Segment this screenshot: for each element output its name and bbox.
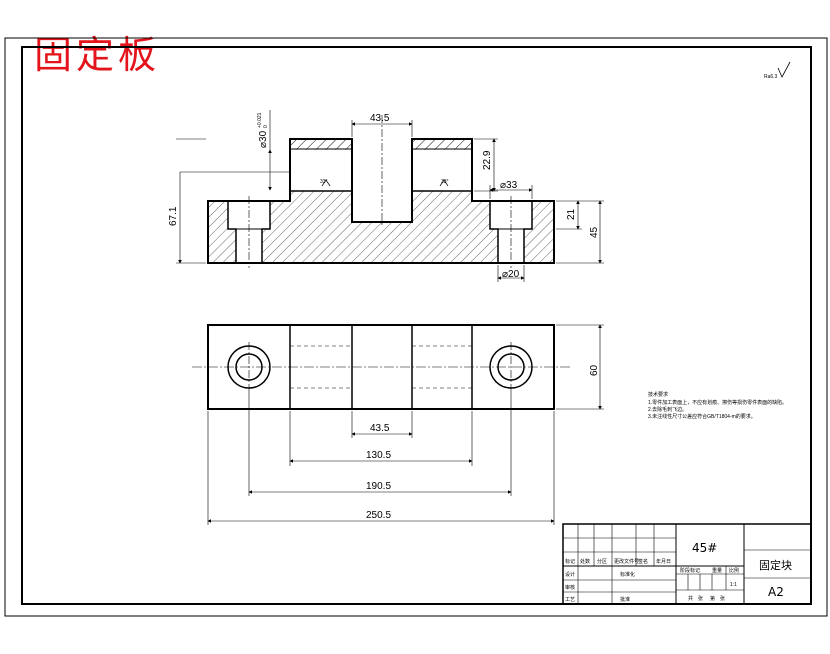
front-view-dimensions [176, 110, 604, 282]
label-process: 工艺 [565, 597, 575, 603]
row-label-change-doc: 更改文件号 [614, 558, 639, 565]
dim-span-130: 130.5 [366, 450, 391, 461]
label-standardization: 标准化 [620, 571, 635, 578]
title-block [562, 523, 812, 605]
label-weight: 重量 [712, 567, 722, 574]
row-label-date: 年月日 [656, 558, 671, 565]
roughness-symbol: Ra6.3 [764, 61, 791, 80]
scale-value: 1:1 [730, 582, 737, 588]
sheet-trim-border [4, 37, 828, 617]
dim-top-slot-width: 43.5 [370, 113, 390, 124]
dim-base-height: 45 [589, 226, 600, 238]
note-line-3: 3.未注线性尺寸公差应符合GB/T1804-m的要求。 [648, 413, 756, 420]
label-design: 设计 [565, 571, 575, 578]
label-sheets-a: 张 [698, 595, 703, 602]
label-review: 审核 [565, 584, 575, 591]
front-section-view: 33° 33° [207, 115, 555, 268]
label-stage-mark: 阶段标记 [680, 567, 700, 574]
note-line-1: 1.零件加工表面上，不应有划痕、擦伤等损伤零件表面的缺陷。 [648, 399, 787, 406]
plan-view-dimensions [207, 324, 604, 525]
label-total: 共 [688, 595, 693, 602]
sheet-size-label: A2 [768, 585, 784, 599]
note-line-2: 2.去除毛刺飞边。 [648, 406, 687, 413]
plan-view [192, 324, 570, 410]
dim-bore-tolerance-lower: 0 [263, 125, 269, 128]
drawing-frame [21, 46, 812, 605]
row-label-signature: 签名 [638, 558, 648, 565]
label-approval: 批准 [620, 596, 630, 603]
chamfer-label-right: 33° [441, 179, 449, 185]
note-heading: 技术要求 [648, 391, 668, 398]
dim-span-190: 190.5 [366, 481, 391, 492]
dim-bore-diameter: ⌀30 [258, 130, 269, 148]
technical-notes: 技术要求 1.零件加工表面上，不应有划痕、擦伤等损伤零件表面的缺陷。 2.去除毛… [648, 391, 787, 420]
row-label-mark: 标记 [565, 558, 575, 565]
dim-bore-tolerance-upper: +0.021 [257, 112, 263, 128]
dim-overall-height: 67.1 [168, 206, 179, 226]
dim-plan-depth: 60 [589, 364, 600, 376]
dim-counterbore-depth: 21 [566, 208, 577, 220]
dim-plan-slot: 43.5 [370, 423, 390, 434]
part-name-label: 固定块 [759, 558, 792, 572]
drawing-title: 固定板 [34, 33, 161, 77]
label-number: 第 [710, 595, 715, 602]
row-label-zone: 分区 [597, 558, 607, 565]
dim-counterbore-diameter: ⌀33 [500, 180, 518, 191]
label-scale: 比例 [729, 567, 739, 574]
material-label: 45# [692, 541, 717, 555]
dim-step-height: 22.9 [482, 150, 493, 170]
dim-span-250: 250.5 [366, 510, 391, 521]
roughness-label: Ra6.3 [764, 74, 778, 80]
dim-hole-diameter: ⌀20 [502, 269, 520, 280]
chamfer-label-left: 33° [320, 179, 328, 185]
label-sheets-b: 张 [720, 595, 725, 602]
row-label-count: 处数 [580, 558, 590, 565]
